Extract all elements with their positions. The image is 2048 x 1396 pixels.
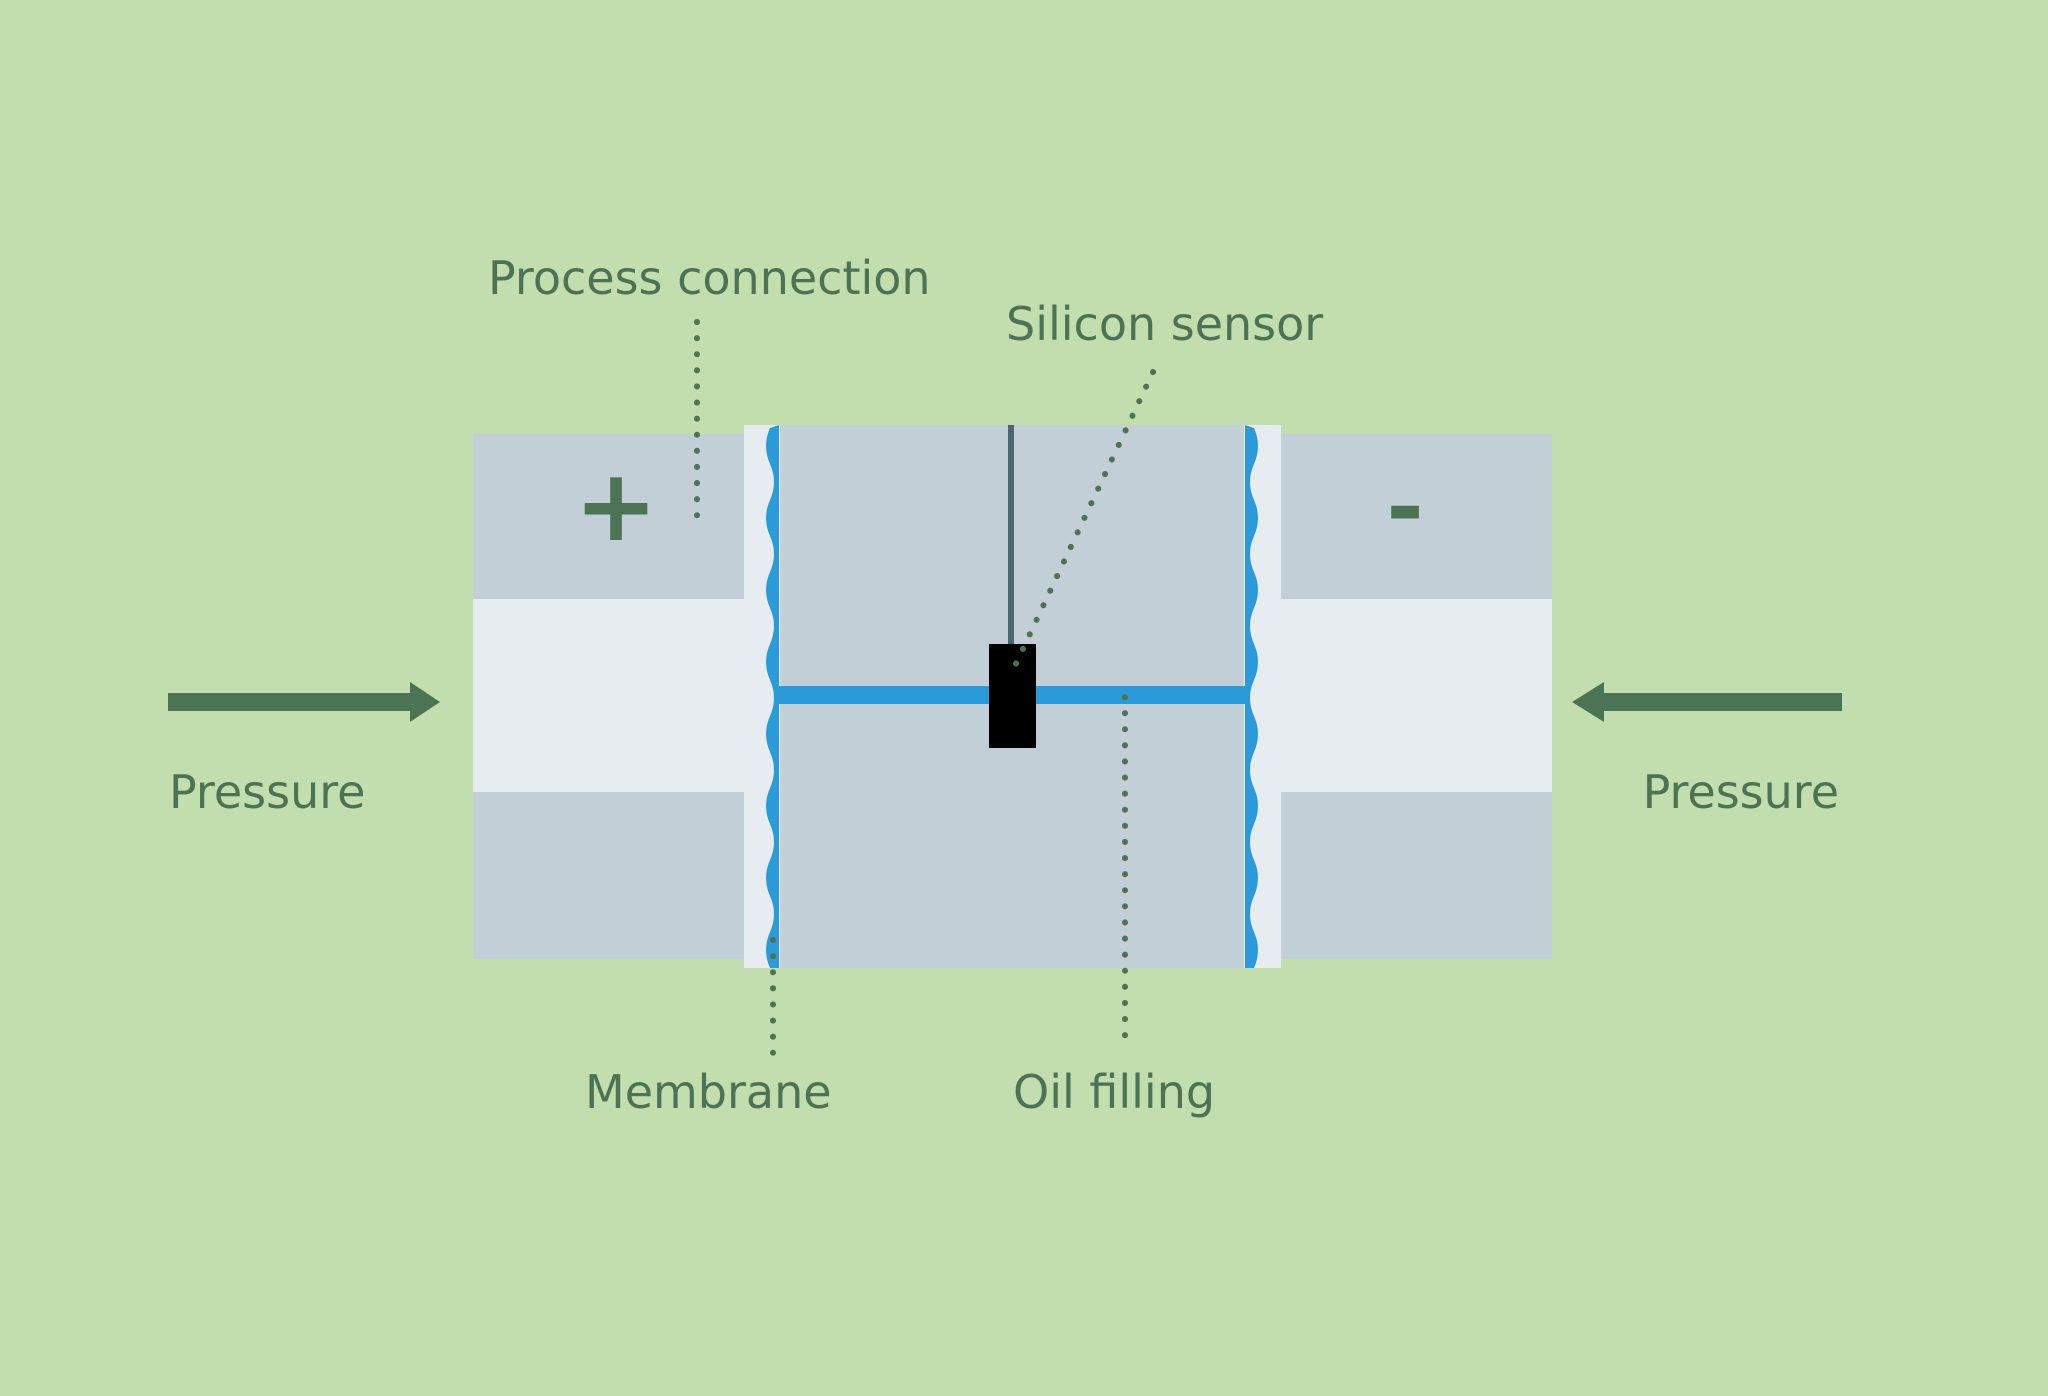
right-channel xyxy=(1280,599,1552,792)
label-silicon-sensor: Silicon sensor xyxy=(1006,297,1323,351)
membrane-left xyxy=(766,425,779,968)
label-pressure-left: Pressure xyxy=(169,765,365,819)
label-oil-filling: Oil filling xyxy=(1013,1065,1215,1119)
pressure-arrow-right-icon xyxy=(1572,682,1842,722)
right-block-bottom xyxy=(1280,792,1552,959)
left-channel xyxy=(473,599,745,792)
right-process-connection xyxy=(1280,434,1552,959)
silicon-sensor-chip xyxy=(989,644,1036,748)
sensor-wire xyxy=(1008,425,1014,645)
minus-sign: - xyxy=(1386,455,1423,560)
label-process-connection: Process connection xyxy=(488,251,931,305)
pressure-arrow-left-icon xyxy=(168,682,440,722)
left-process-connection xyxy=(473,434,745,959)
label-membrane: Membrane xyxy=(585,1065,832,1119)
left-block-bottom xyxy=(473,792,745,959)
right-block-top xyxy=(1280,434,1552,599)
plus-sign: + xyxy=(574,447,658,564)
leader-silicon-sensor xyxy=(1010,369,1156,673)
membrane-right xyxy=(1245,425,1258,968)
label-pressure-right: Pressure xyxy=(1643,765,1839,819)
